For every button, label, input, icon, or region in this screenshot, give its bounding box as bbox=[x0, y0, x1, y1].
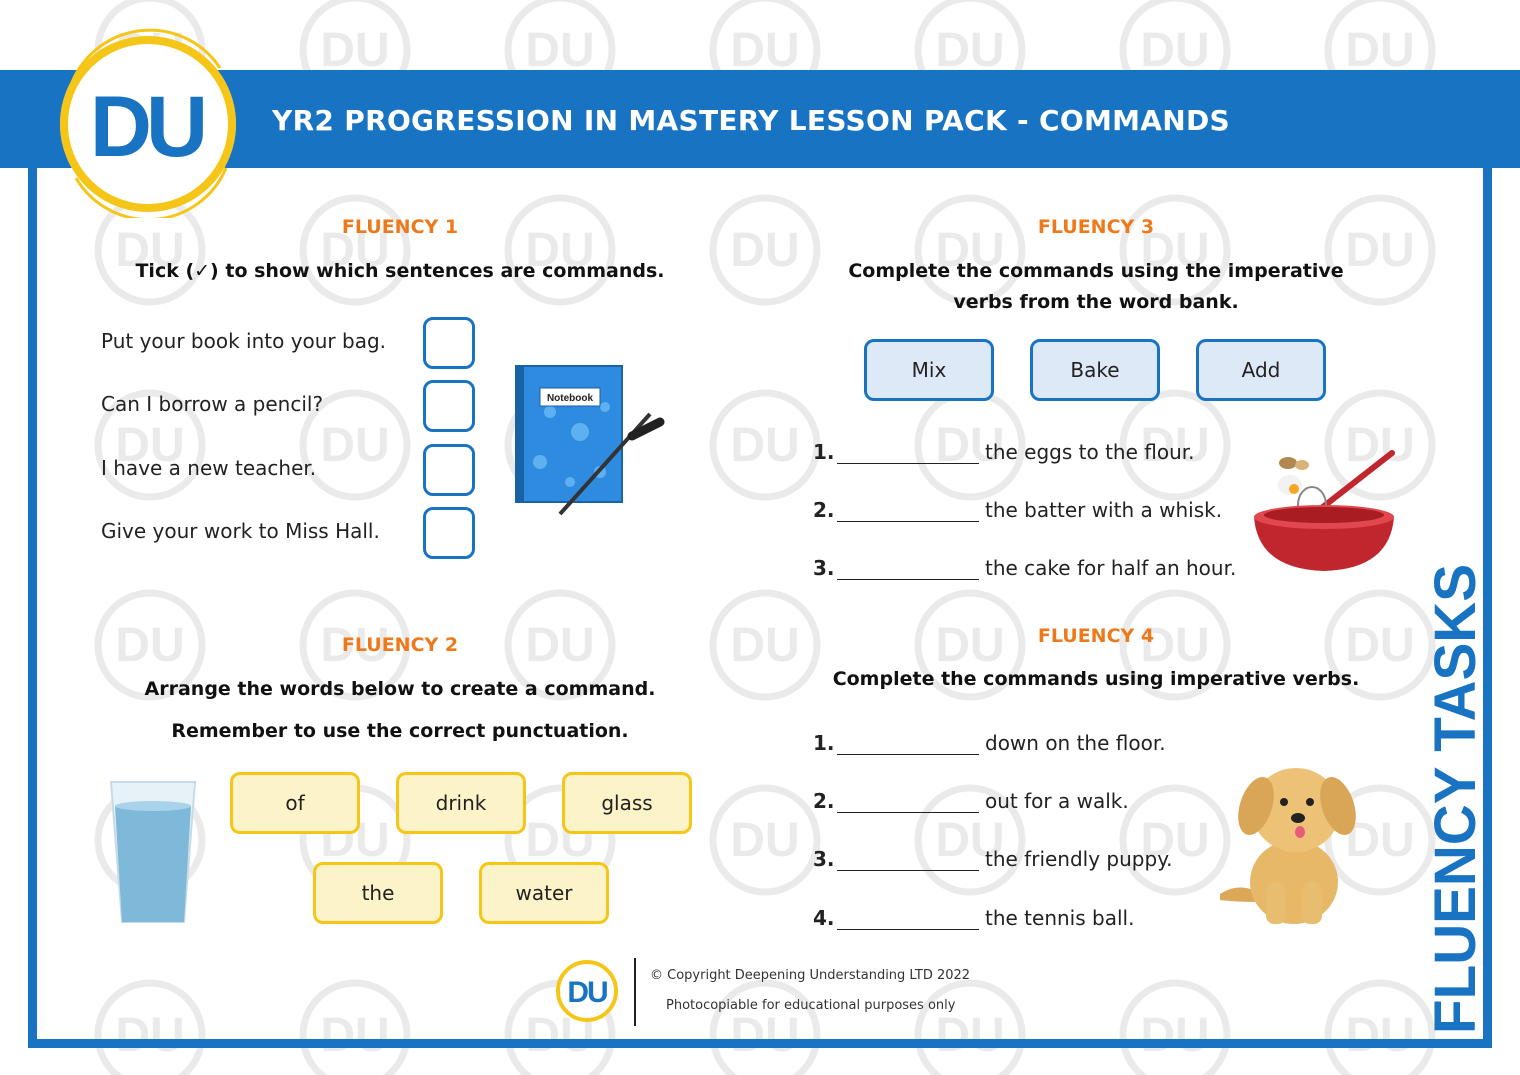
page-frame bbox=[28, 70, 1492, 1048]
fluency3-instruction-1: Complete the commands using the imperati… bbox=[848, 260, 1344, 282]
fluency3-instruction-2: verbs from the word bank. bbox=[953, 291, 1239, 313]
tick-box-3[interactable] bbox=[423, 444, 475, 496]
word-bank-mix: Mix bbox=[864, 339, 994, 401]
fluency4-item-1: 1. down on the floor. bbox=[813, 725, 1166, 755]
puppy-illustration bbox=[1220, 768, 1356, 924]
notebook-pencil-illustration: Notebook bbox=[515, 365, 665, 516]
word-bank-bake: Bake bbox=[1030, 339, 1160, 401]
answer-blank[interactable] bbox=[837, 849, 979, 871]
fluency4-label: FLUENCY 4 bbox=[1037, 625, 1155, 647]
item-number: 2. bbox=[813, 498, 835, 522]
fluency4-instruction: Complete the commands using imperative v… bbox=[832, 668, 1360, 690]
fluency2-instruction-1: Arrange the words below to create a comm… bbox=[144, 678, 656, 700]
answer-blank[interactable] bbox=[837, 442, 979, 464]
svg-text:FLUENCY TASKS: FLUENCY TASKS bbox=[1425, 564, 1485, 1034]
item-number: 1. bbox=[813, 731, 835, 755]
word-card-water[interactable]: water bbox=[479, 862, 609, 924]
tick-box-2[interactable] bbox=[423, 380, 475, 432]
answer-blank[interactable] bbox=[837, 908, 979, 930]
fluency1-sentence-2: Can I borrow a pencil? bbox=[101, 392, 324, 416]
glass-of-water-illustration bbox=[109, 781, 197, 923]
fluency1-sentence-4: Give your work to Miss Hall. bbox=[101, 519, 380, 543]
footer-divider bbox=[634, 958, 636, 1026]
fluency1-sentence-1: Put your book into your bag. bbox=[101, 329, 387, 353]
fluency2-label: FLUENCY 2 bbox=[341, 634, 459, 656]
item-text: the friendly puppy. bbox=[985, 847, 1173, 871]
word-card-drink[interactable]: drink bbox=[396, 772, 526, 834]
fluency3-item-3: 3. the cake for half an hour. bbox=[813, 550, 1236, 580]
word-card-of[interactable]: of bbox=[230, 772, 360, 834]
fluency-tasks-side-title: FLUENCY TASKS bbox=[1425, 564, 1485, 1034]
footer-note: Photocopiable for educational purposes o… bbox=[666, 998, 956, 1013]
answer-blank[interactable] bbox=[837, 733, 979, 755]
fluency3-item-1: 1. the eggs to the flour. bbox=[813, 434, 1195, 464]
item-number: 3. bbox=[813, 556, 835, 580]
footer-copyright: © Copyright Deepening Understanding LTD … bbox=[650, 968, 971, 983]
fluency1-label: FLUENCY 1 bbox=[341, 216, 459, 238]
item-number: 3. bbox=[813, 847, 835, 871]
item-number: 4. bbox=[813, 906, 835, 930]
item-text: the cake for half an hour. bbox=[985, 556, 1237, 580]
fluency3-item-2: 2. the batter with a whisk. bbox=[813, 492, 1222, 522]
du-logo: DU bbox=[60, 28, 236, 218]
fluency4-item-4: 4. the tennis ball. bbox=[813, 900, 1134, 930]
answer-blank[interactable] bbox=[837, 791, 979, 813]
word-bank-add: Add bbox=[1196, 339, 1326, 401]
tick-box-4[interactable] bbox=[423, 507, 475, 559]
item-text: the tennis ball. bbox=[985, 906, 1135, 930]
fluency3-label: FLUENCY 3 bbox=[1037, 216, 1155, 238]
item-text: the batter with a whisk. bbox=[985, 498, 1223, 522]
item-text: down on the floor. bbox=[985, 731, 1166, 755]
item-number: 2. bbox=[813, 789, 835, 813]
word-card-the[interactable]: the bbox=[313, 862, 443, 924]
item-text: out for a walk. bbox=[985, 789, 1129, 813]
fluency4-item-2: 2. out for a walk. bbox=[813, 783, 1129, 813]
header-bar bbox=[0, 70, 1520, 168]
svg-text:DU: DU bbox=[567, 976, 607, 1009]
word-card-glass[interactable]: glass bbox=[562, 772, 692, 834]
item-text: the eggs to the flour. bbox=[985, 440, 1195, 464]
mixing-bowl-illustration bbox=[1254, 450, 1395, 571]
notebook-label: Notebook bbox=[547, 393, 594, 404]
answer-blank[interactable] bbox=[837, 500, 979, 522]
tick-box-1[interactable] bbox=[423, 317, 475, 369]
page-title: YR2 PROGRESSION IN MASTERY LESSON PACK -… bbox=[272, 104, 1230, 137]
fluency2-instruction-2: Remember to use the correct punctuation. bbox=[171, 720, 629, 742]
fluency1-sentence-3: I have a new teacher. bbox=[101, 456, 317, 480]
fluency1-instruction: Tick (✓) to show which sentences are com… bbox=[135, 260, 665, 282]
du-logo-text: DU bbox=[90, 79, 203, 175]
fluency4-item-3: 3. the friendly puppy. bbox=[813, 841, 1173, 871]
item-number: 1. bbox=[813, 440, 835, 464]
footer-du-logo: DU bbox=[556, 960, 618, 1022]
answer-blank[interactable] bbox=[837, 558, 979, 580]
